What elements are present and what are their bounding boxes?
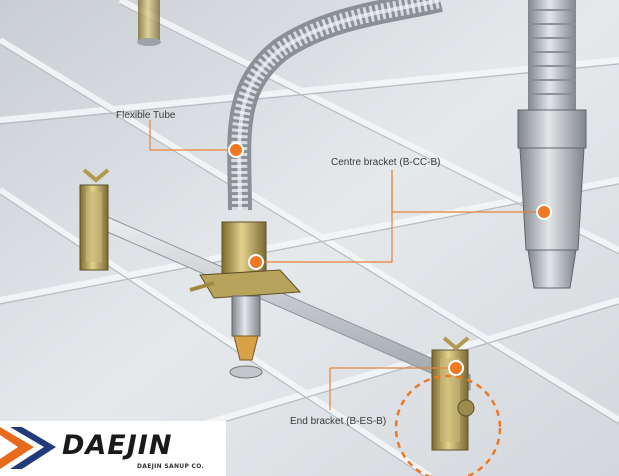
- callout-dot-flexible-tube: [228, 142, 244, 158]
- logo-panel: [0, 421, 226, 476]
- left-end-bracket: [79, 168, 110, 271]
- logo-subtitle: DAEJIN SANUP CO.: [137, 463, 205, 470]
- callout-dot-end-bracket: [448, 360, 464, 376]
- centre-bracket-assembly: [189, 221, 302, 379]
- label-end-bracket: End bracket (B-ES-B): [290, 416, 387, 427]
- sprinkler-head: [229, 335, 263, 379]
- callout-dot-centre-bracket: [248, 254, 264, 270]
- logo-wordmark: DAEJIN: [62, 430, 173, 461]
- label-flexible-tube: Flexible Tube: [116, 110, 176, 121]
- hose-nipple-right: [517, 0, 587, 289]
- end-bracket-highlight-ring: [394, 374, 502, 476]
- chevron-icon: [0, 427, 56, 469]
- callout-markers: [228, 142, 552, 476]
- ceiling-fitting-top: [137, 0, 161, 46]
- label-centre-bracket: Centre bracket (B-CC-B): [331, 157, 441, 168]
- callout-dot-nipple: [536, 204, 552, 220]
- right-end-bracket: [431, 336, 475, 451]
- leader-lines: [149, 120, 544, 410]
